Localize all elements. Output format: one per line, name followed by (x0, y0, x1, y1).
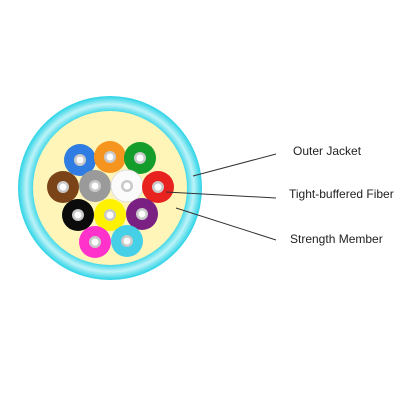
fiber-core (91, 182, 99, 190)
fiber-core (136, 154, 144, 162)
fiber-yellow (94, 199, 126, 231)
tight-buffered-fibers (47, 141, 174, 258)
fiber-core (154, 183, 162, 191)
fiber-rose (79, 226, 111, 258)
leader-line-outer-jacket (192, 153, 277, 177)
fiber-slate (79, 170, 111, 202)
label-outer-jacket: Outer Jacket (293, 144, 362, 158)
fiber-red (142, 171, 174, 203)
fiber-orange (94, 141, 126, 173)
fiber-core (106, 211, 114, 219)
fiber-core (123, 237, 131, 245)
leader-lines (165, 153, 277, 241)
label-strength-member: Strength Member (290, 232, 383, 246)
fiber-blue (64, 144, 96, 176)
fiber-aqua (111, 225, 143, 257)
label-tight-buffered-fiber: Tight-buffered Fiber (289, 187, 394, 201)
fiber-violet (126, 198, 158, 230)
fiber-core (138, 210, 146, 218)
leader-line-tight-buffered-fiber (165, 191, 277, 199)
fiber-green (124, 142, 156, 174)
fiber-core (76, 156, 84, 164)
leader-line-strength-member (175, 207, 277, 241)
fiber-core (59, 183, 67, 191)
fiber-brown (47, 171, 79, 203)
fiber-core (91, 238, 99, 246)
fiber-core (123, 182, 131, 190)
fiber-core (106, 153, 114, 161)
fiber-black (62, 199, 94, 231)
fiber-core (74, 211, 82, 219)
fiber-white (110, 169, 144, 203)
